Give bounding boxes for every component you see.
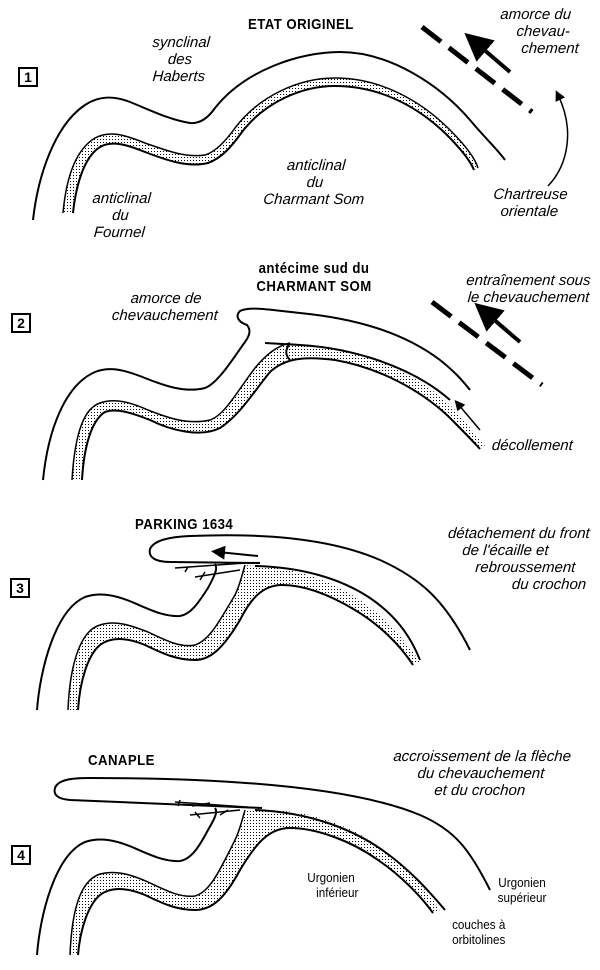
label-detachement: détachement du front de l'écaille et reb… (398, 525, 591, 593)
panel-1-drawing (32, 25, 569, 221)
label-urgonien-superieur: Urgonien supérieur (486, 875, 558, 905)
label-line: du (111, 207, 130, 224)
label-line: orientale (500, 203, 559, 220)
panel-3-stippled-layer (68, 565, 420, 710)
panel-1-title: ETAT ORIGINEL (248, 16, 354, 33)
panel-4-nappe-base (254, 809, 446, 911)
label-amorce-chevauchement-1: amorce du chevau- chement (468, 6, 582, 57)
label-urgonien-inferieur: Urgonien inférieur (295, 870, 367, 900)
panel-3-stippled-bottom (77, 583, 414, 711)
label-line: du (306, 174, 324, 191)
title-line: CHARMANT SOM (256, 278, 372, 295)
label-line: inférieur (316, 885, 359, 900)
panel-2-thrust-arrow (474, 302, 522, 344)
panel-1-thrust-arrow (464, 32, 512, 74)
panel-2-nappe-lower (264, 342, 451, 401)
label-line: Urgonien (307, 870, 355, 885)
label-line: Haberts (151, 68, 206, 85)
label-line: et du crochon (433, 782, 526, 799)
label-line: synclinal (151, 34, 211, 51)
panel-2-stippled-top (71, 342, 291, 481)
label-line: anticlinal (286, 157, 346, 174)
label-line: rebroussement (474, 559, 576, 576)
panel-4-nappe (53, 776, 491, 891)
panel-3-stippled-top (67, 564, 246, 711)
panel-2-stippled-bottom (81, 357, 481, 481)
label-entrainement: entraînement sous le chevauchement (429, 272, 591, 306)
panel-3-upper-layer-top (36, 563, 218, 711)
label-line: chement (520, 40, 580, 57)
label-line: Chartreuse (492, 186, 569, 203)
label-line: orbitolines (452, 932, 506, 947)
label-chartreuse-orientale: Chartreuse orientale (484, 186, 576, 220)
label-amorce-chevauchement-2: amorce de chevauchement (102, 290, 229, 324)
panel-number-1: 1 (18, 67, 38, 87)
label-line: amorce du (499, 6, 572, 23)
panel-3-thrust-arrow (211, 545, 259, 560)
label-line: amorce de (130, 290, 203, 307)
label-line: des (167, 51, 193, 68)
panel-1-upper-layer-top (32, 50, 506, 221)
panel-4-title: CANAPLE (88, 752, 155, 769)
label-line: anticlinal (91, 190, 152, 207)
panel-2-decollement-arrow (454, 399, 481, 431)
label-line: du chevauchement (417, 765, 545, 782)
label-synclinal-haberts: synclinal des Haberts (138, 34, 222, 85)
panel-3-drawing (36, 534, 471, 711)
label-decollement: décollement (491, 437, 574, 454)
panel-2-stippled-layer (72, 343, 485, 480)
title-line: antécime sud du (258, 260, 370, 277)
panel-4-stippled-layer (70, 810, 440, 955)
panel-2-title: antécime sud du CHARMANT SOM (248, 260, 380, 296)
panel-1-thrust-dashed (420, 25, 534, 114)
panel-4-stippled-bottom (77, 826, 434, 956)
panel-4-stippled-top (69, 809, 246, 956)
label-line: supérieur (497, 890, 547, 905)
panel-1-stippled-top (62, 77, 479, 214)
label-line: chevau- (516, 23, 571, 40)
label-line: le chevauchement (467, 289, 590, 306)
label-line: accroissement de la flèche (392, 748, 572, 765)
panel-4-fault-ticks (174, 799, 261, 819)
panel-2-hook (285, 342, 291, 361)
label-line: Fournel (93, 224, 146, 241)
panel-3-title: PARKING 1634 (135, 516, 234, 533)
panel-number-3: 3 (10, 578, 30, 598)
panel-number-2: 2 (11, 313, 31, 333)
panel-2-thrust-dashed (430, 300, 544, 387)
panel-2-upper-layer-top (42, 307, 471, 481)
panel-2-drawing (42, 300, 544, 481)
label-anticlinal-fournel: anticlinal du Fournel (81, 190, 160, 241)
panel-number-4: 4 (11, 845, 31, 865)
panel-3-nappe-base (254, 565, 421, 661)
label-line: détachement du front (447, 525, 591, 542)
panel-3-fault-ticks (174, 562, 246, 581)
label-line: chevauchement (111, 307, 219, 324)
label-line: du crochon (511, 576, 587, 593)
label-couches-orbitolines: couches à orbitolines (445, 917, 513, 947)
label-line: entraînement sous (465, 272, 592, 289)
label-line: de l'écaille et (461, 542, 550, 559)
label-accroissement: accroissement de la flèche du chevauchem… (370, 748, 592, 799)
panel-4-upper-layer-top (36, 807, 218, 956)
panel-3-nappe (148, 534, 471, 651)
label-anticlinal-charmant-som: anticlinal du Charmant Som (248, 157, 382, 208)
label-line: couches à (452, 917, 506, 932)
panel-4-drawing (36, 776, 491, 956)
panel-1-stippled-bottom (72, 84, 475, 214)
label-line: Charmant Som (262, 191, 365, 208)
panel-1-curved-arrow (547, 90, 569, 187)
label-line: Urgonien (498, 875, 546, 890)
